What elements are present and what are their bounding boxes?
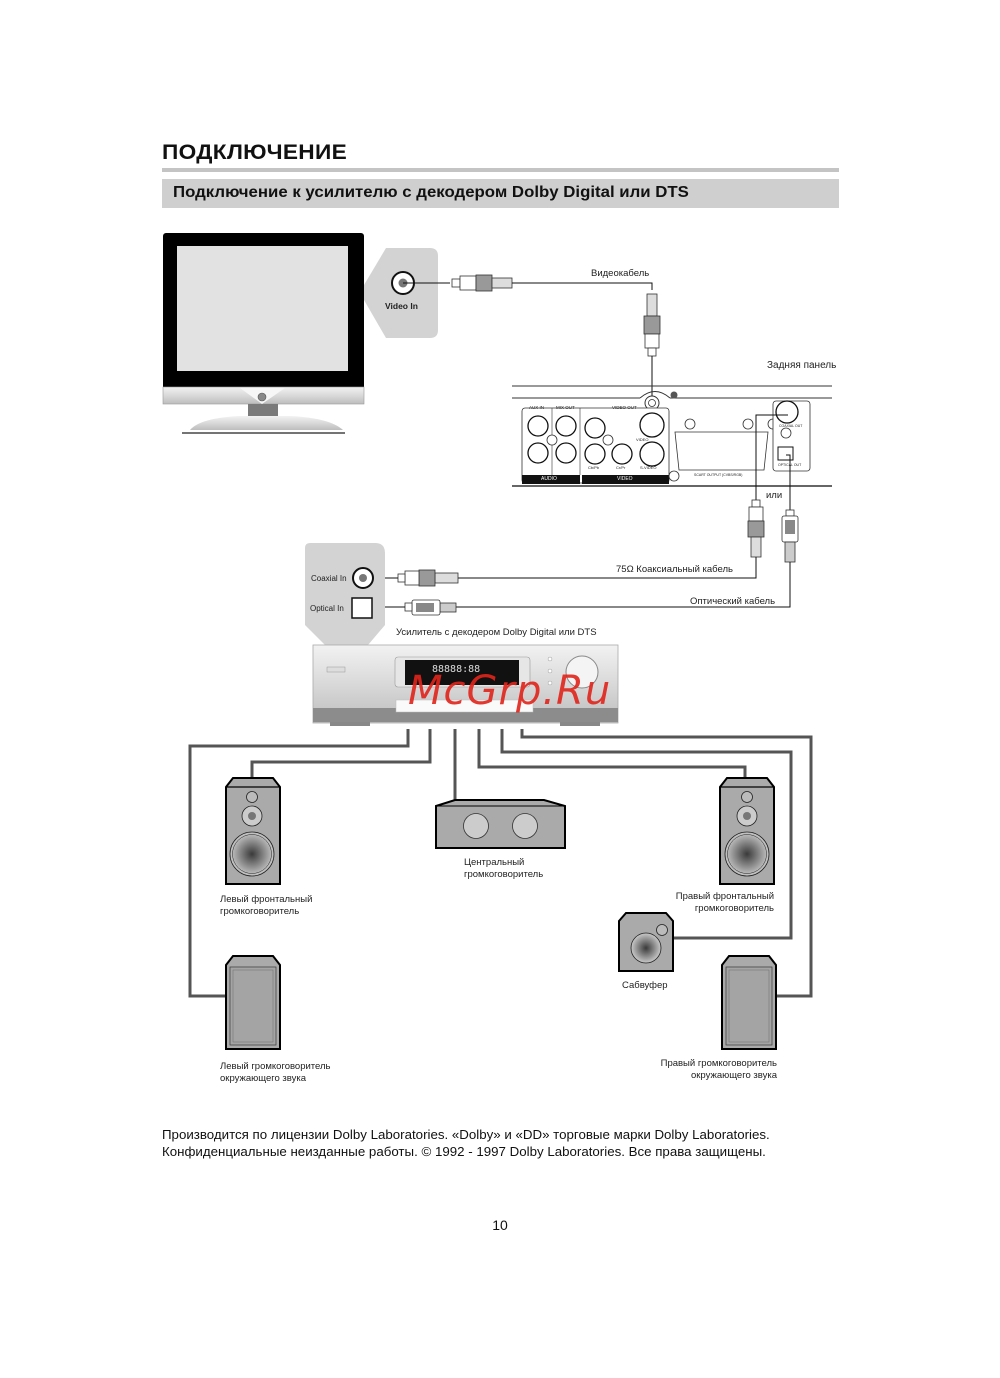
wire-subwoofer xyxy=(500,729,793,940)
section-header: Подключение к усилителю с декодером Dolb… xyxy=(162,179,839,208)
title-divider xyxy=(162,168,839,172)
front-right-label-1: Правый фронтальный xyxy=(675,891,774,902)
optical-out-label: OPTICAL OUT xyxy=(778,463,802,467)
center-label-2: громкоговоритель xyxy=(464,869,544,880)
wire-surround-left xyxy=(188,729,410,998)
optical-in-jack xyxy=(351,597,373,619)
scart-label: SCART OUTPUT (CVBS/RGB) xyxy=(694,473,743,477)
footer-line-2: Конфиденциальные неизданные работы. © 19… xyxy=(162,1144,766,1159)
mix-out-label: MIX OUT xyxy=(556,405,575,410)
video-jack-label: VIDEO xyxy=(636,437,649,442)
speaker-wires xyxy=(188,729,813,998)
footer-line-1: Производится по лицензии Dolby Laborator… xyxy=(162,1127,770,1142)
surround-right-label-2: окружающего звука xyxy=(690,1070,777,1081)
video-group-label: VIDEO xyxy=(617,476,633,482)
video-cable xyxy=(403,274,661,418)
tv-input-callout xyxy=(364,248,438,338)
or-label: или xyxy=(766,490,783,501)
optical-in-label: Optical In xyxy=(310,604,344,613)
front-left-label-2: громкоговоритель xyxy=(220,906,300,917)
wire-surround-right xyxy=(520,729,813,998)
wire-front-right xyxy=(477,729,747,778)
page-title: ПОДКЛЮЧЕНИЕ xyxy=(162,141,348,164)
subwoofer-label: Сабвуфер xyxy=(622,980,668,991)
surround-left-label-2: окружающего звука xyxy=(220,1073,307,1084)
center-label-1: Центральный xyxy=(464,857,525,868)
coaxial-cable-label: 75Ω Коаксиальный кабель xyxy=(616,564,733,575)
center-speaker xyxy=(435,799,566,849)
license-footer: Производится по лицензии Dolby Laborator… xyxy=(162,1126,770,1160)
amplifier-label: Усилитель с декодером Dolby Digital или … xyxy=(396,627,597,638)
front-left-label-1: Левый фронтальный xyxy=(220,894,313,905)
cr-pr-label: Cr/Pr xyxy=(616,465,626,470)
amplifier xyxy=(312,644,619,726)
coaxial-out-label: COAXIAL OUT xyxy=(779,424,803,428)
aux-in-label: AUX IN xyxy=(529,405,545,410)
audio-group-label: AUDIO xyxy=(541,476,557,482)
surround-left-label-1: Левый громкоговоритель xyxy=(220,1061,331,1072)
video-out-label: VIDEO OUT xyxy=(612,405,637,410)
tv-monitor xyxy=(162,233,365,434)
video-in-label: Video In xyxy=(385,301,418,311)
cb-pb-label: Cb/Pb xyxy=(588,465,600,470)
tv-power-button xyxy=(257,392,267,402)
surround-left-speaker xyxy=(225,955,281,1050)
s-video-label: S-VIDEO xyxy=(640,465,657,470)
front-right-label-2: громкоговоритель xyxy=(694,903,774,914)
coaxial-in-label: Coaxial In xyxy=(311,574,347,583)
rear-panel-label: Задняя панель xyxy=(767,360,837,371)
amplifier-display: 88888:88 xyxy=(432,664,481,675)
surround-right-label-1: Правый громкоговоритель xyxy=(660,1058,777,1069)
front-left-speaker xyxy=(225,777,281,885)
video-cable-label: Видеокабель xyxy=(591,268,650,279)
amplifier-input-callout xyxy=(305,543,385,645)
optical-cable-label: Оптический кабель xyxy=(690,596,776,607)
player-rear-panel xyxy=(512,385,832,487)
section-title: Подключение к усилителю с декодером Dolb… xyxy=(173,184,689,201)
subwoofer xyxy=(618,912,674,972)
front-right-speaker xyxy=(719,777,775,885)
digital-cables xyxy=(362,414,799,616)
page-number: 10 xyxy=(492,1217,508,1233)
surround-right-speaker xyxy=(721,955,777,1050)
wire-front-left xyxy=(250,729,432,778)
watermark: McGrp.Ru xyxy=(408,668,612,714)
